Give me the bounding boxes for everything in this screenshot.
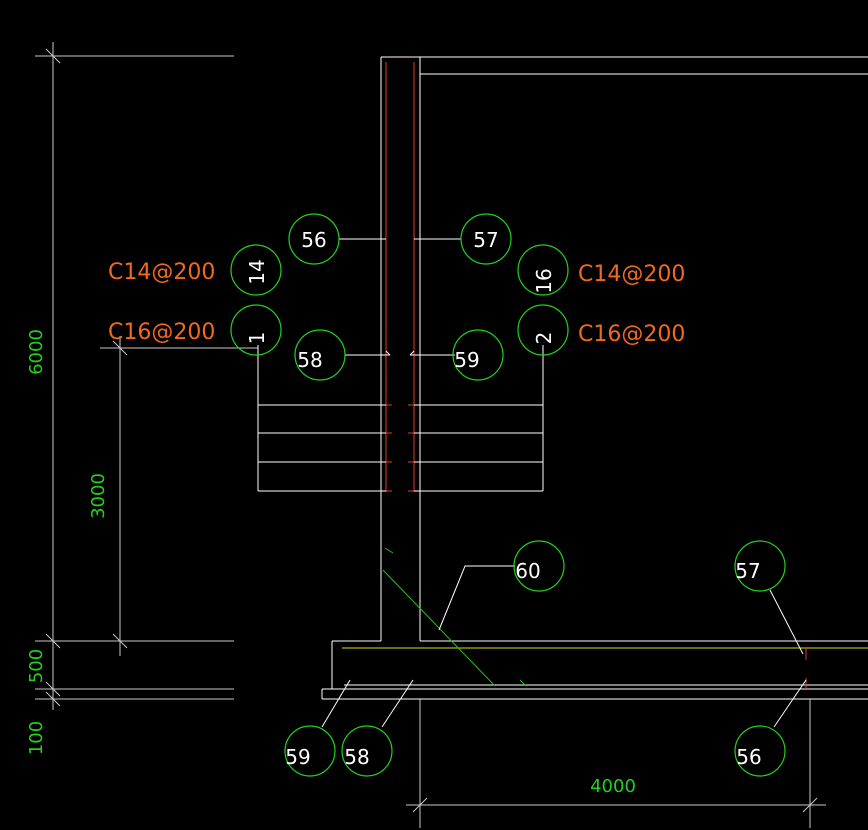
rebar-label-right-lower: C16@200 bbox=[578, 322, 685, 347]
callout-57-top: 57 bbox=[460, 213, 512, 265]
callout-59-bottom: 59 bbox=[284, 725, 336, 777]
left-dimension-lines bbox=[35, 42, 258, 710]
callout-59-bottom-text: 59 bbox=[285, 745, 310, 769]
callout-14: 14 bbox=[230, 244, 282, 296]
callout-56-top: 56 bbox=[288, 213, 340, 265]
callout-1: 1 bbox=[230, 304, 282, 356]
rebar-label-right-upper: C14@200 bbox=[578, 262, 685, 287]
dim-text-4000: 4000 bbox=[590, 776, 636, 797]
callout-57-right-text: 57 bbox=[735, 559, 760, 583]
callout-58-bottom-text: 58 bbox=[344, 745, 369, 769]
callout-58-bottom: 58 bbox=[341, 725, 393, 777]
dim-text-500: 500 bbox=[26, 649, 47, 683]
dim-text-100: 100 bbox=[26, 721, 47, 755]
callout-60-text: 60 bbox=[515, 559, 540, 583]
callout-58-mid-text: 58 bbox=[297, 348, 322, 372]
rebar-schedule bbox=[257, 345, 544, 492]
callout-60: 60 bbox=[513, 540, 565, 592]
rebar-label-left-lower: C16@200 bbox=[108, 320, 215, 345]
callout-2: 2 bbox=[517, 304, 569, 356]
rebar-label-left-upper: C14@200 bbox=[108, 260, 215, 285]
bottom-dimension bbox=[406, 699, 826, 828]
callout-59-mid: 59 bbox=[452, 329, 504, 381]
callout-57-right: 57 bbox=[734, 540, 786, 592]
wall-outline bbox=[380, 56, 868, 641]
callout-56-bottom: 56 bbox=[734, 725, 786, 777]
leader-lines bbox=[321, 238, 807, 728]
callout-56-top-text: 56 bbox=[301, 228, 326, 252]
callout-2-text: 2 bbox=[532, 332, 556, 345]
dim-text-3000: 3000 bbox=[88, 473, 109, 519]
callout-16: 16 bbox=[517, 244, 569, 296]
footing bbox=[321, 547, 868, 700]
callout-14-text: 14 bbox=[245, 259, 269, 284]
callout-1-text: 1 bbox=[245, 332, 269, 345]
dim-text-6000: 6000 bbox=[26, 329, 47, 375]
callout-16-text: 16 bbox=[532, 268, 556, 293]
callout-56-bottom-text: 56 bbox=[736, 745, 761, 769]
callout-59-mid-text: 59 bbox=[454, 348, 479, 372]
callout-58-mid: 58 bbox=[294, 329, 346, 381]
callout-57-top-text: 57 bbox=[473, 228, 498, 252]
